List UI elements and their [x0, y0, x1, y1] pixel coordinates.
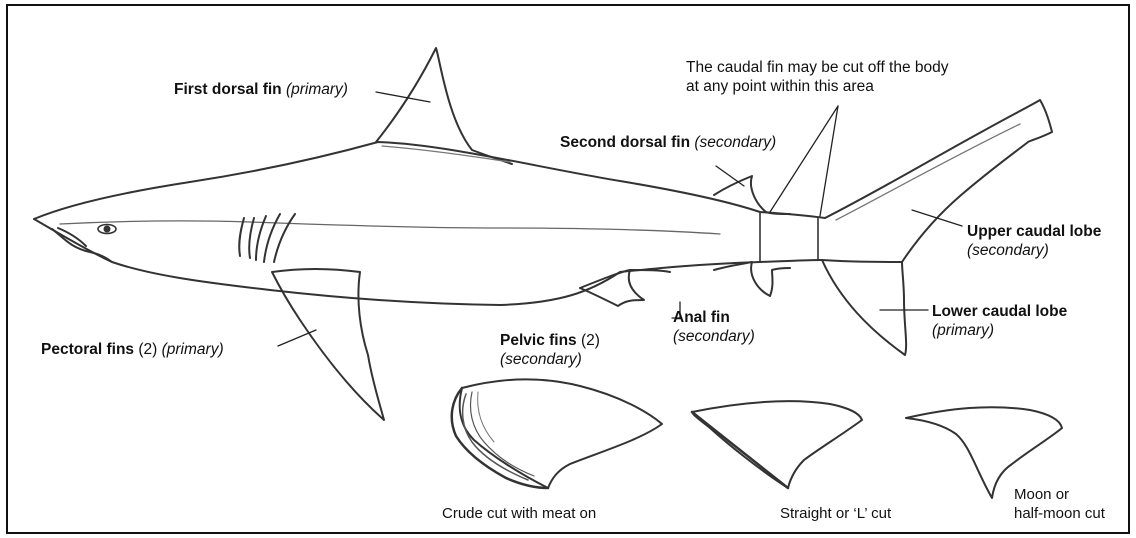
anal-fin-tag: (secondary)	[673, 327, 755, 346]
shark-body	[34, 142, 825, 305]
first-dorsal-fin-name: First dorsal fin	[174, 81, 282, 98]
pelvic-fins-tag: (secondary)	[500, 350, 600, 369]
anal-fin-label: Anal fin (secondary)	[673, 308, 755, 346]
pectoral-fins-label: Pectoral fins (2) (primary)	[41, 340, 224, 359]
lower-caudal-lobe-label: Lower caudal lobe (primary)	[932, 302, 1067, 340]
lower-caudal-lobe-shape	[822, 260, 906, 355]
first-dorsal-fin-tag: (primary)	[286, 81, 348, 98]
pectoral-fins-tag: (primary)	[162, 341, 224, 358]
pelvic-fins-count: (2)	[581, 332, 600, 349]
pelvic-fin-shape	[580, 270, 670, 306]
caudal-note-label: The caudal fin may be cut off the body a…	[686, 58, 949, 96]
upper-caudal-lobe-tag: (secondary)	[967, 241, 1101, 260]
caudal-cut-area	[760, 212, 818, 262]
second-dorsal-fin-label: Second dorsal fin (secondary)	[560, 133, 776, 152]
straight-cut-caption: Straight or ‘L’ cut	[780, 504, 891, 523]
moon-cut-caption: Moon or half-moon cut	[1014, 485, 1105, 523]
pectoral-fins-name: Pectoral fins	[41, 341, 134, 358]
leader-lines	[278, 92, 962, 346]
crude-cut-caption: Crude cut with meat on	[442, 504, 596, 523]
caudal-note-line1: The caudal fin may be cut off the body	[686, 58, 949, 77]
pelvic-fins-name: Pelvic fins	[500, 332, 577, 349]
moon-cut-caption-line2: half-moon cut	[1014, 504, 1105, 523]
straight-cut-fin-drawing	[692, 401, 862, 488]
first-dorsal-fin-shape	[376, 48, 512, 164]
pectoral-fins-count: (2)	[138, 341, 157, 358]
second-dorsal-fin-tag: (secondary)	[694, 134, 776, 151]
caudal-note-line2: at any point within this area	[686, 77, 949, 96]
lower-caudal-lobe-tag: (primary)	[932, 321, 1067, 340]
anal-fin-shape	[714, 262, 790, 296]
crude-cut-fin-drawing	[452, 379, 662, 488]
moon-cut-caption-line1: Moon or	[1014, 485, 1105, 504]
upper-caudal-lobe-label: Upper caudal lobe (secondary)	[967, 222, 1101, 260]
first-dorsal-fin-label: First dorsal fin (primary)	[174, 80, 348, 99]
anal-fin-name: Anal fin	[673, 308, 755, 327]
upper-caudal-lobe-name: Upper caudal lobe	[967, 222, 1101, 241]
second-dorsal-fin-name: Second dorsal fin	[560, 134, 690, 151]
pelvic-fins-label: Pelvic fins (2) (secondary)	[500, 331, 600, 369]
lower-caudal-lobe-name: Lower caudal lobe	[932, 302, 1067, 321]
second-dorsal-fin-shape	[714, 176, 790, 214]
